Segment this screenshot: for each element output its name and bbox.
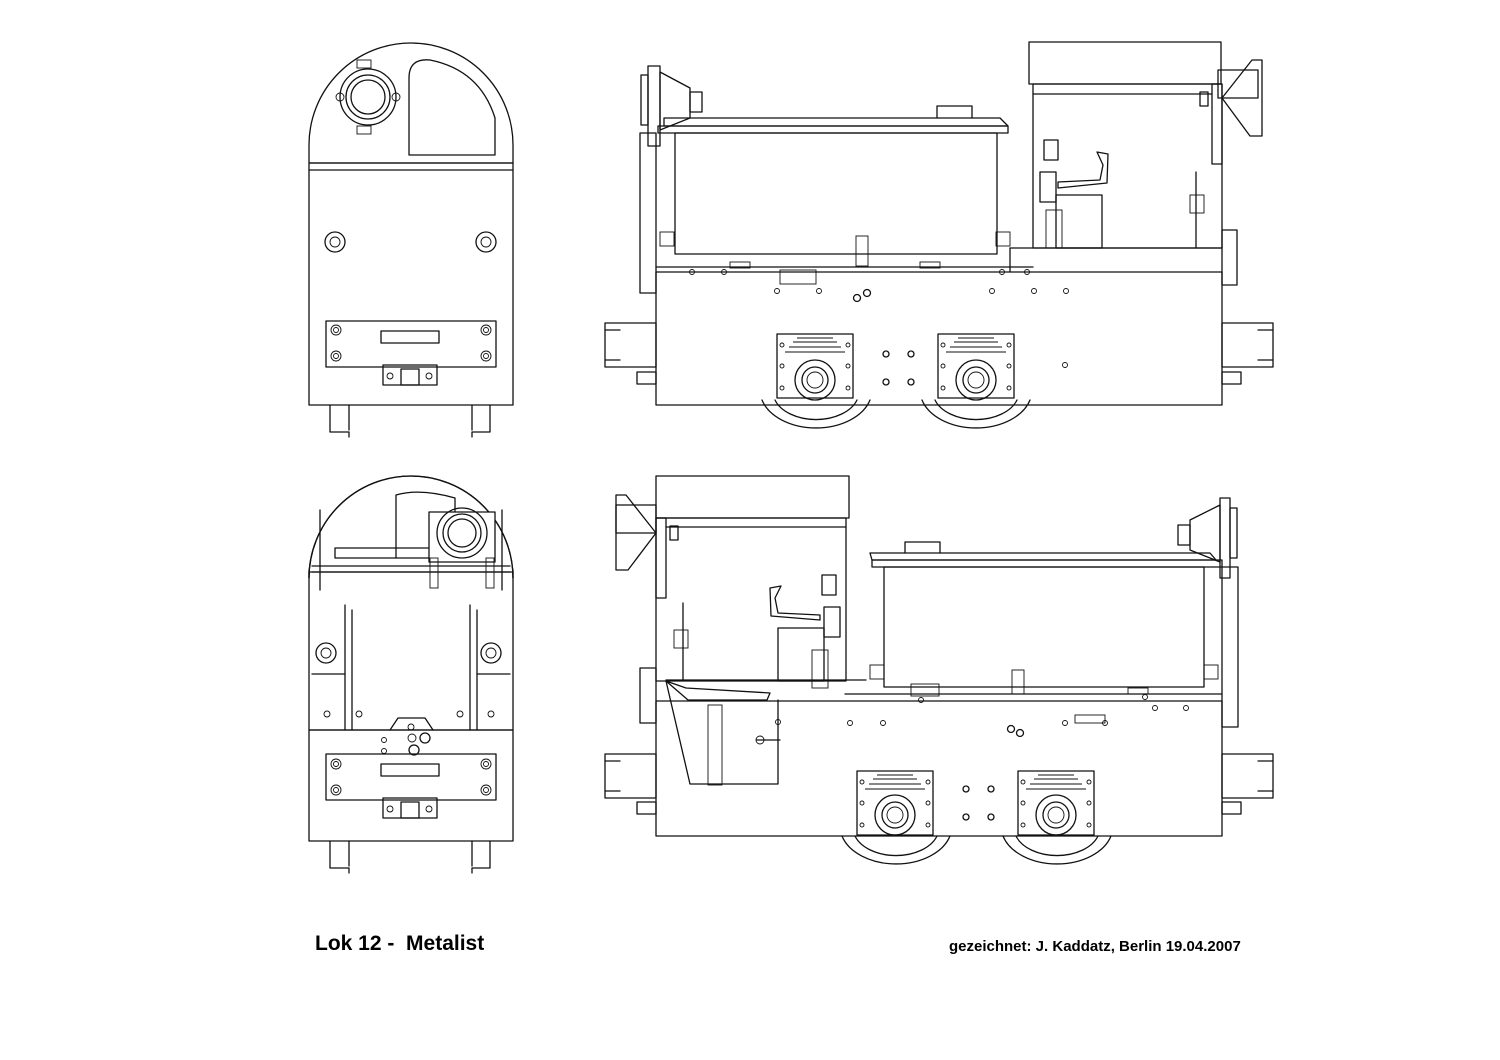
axle-box-rear <box>1017 770 1095 836</box>
headlamp <box>335 59 401 135</box>
rear-lamp <box>428 507 496 589</box>
axle-box-front <box>776 333 854 401</box>
front-end-view <box>308 42 514 438</box>
rear-headlamp-side <box>1177 497 1239 728</box>
rear-end-view <box>308 475 514 874</box>
side-view-cab-right <box>604 41 1274 429</box>
cab <box>615 475 850 786</box>
axle-box-rear <box>937 333 1015 401</box>
side-view-cab-left <box>604 475 1274 865</box>
drawing-credit: gezeichnet: J. Kaddatz, Berlin 19.04.200… <box>949 938 1241 955</box>
wheels <box>841 835 1112 865</box>
front-headlamp-side <box>639 65 703 294</box>
wheels <box>761 399 1031 429</box>
drawing-title: Lok 12 - Metalist <box>315 932 485 955</box>
cab <box>1028 41 1263 286</box>
axle-box-front <box>856 770 934 836</box>
